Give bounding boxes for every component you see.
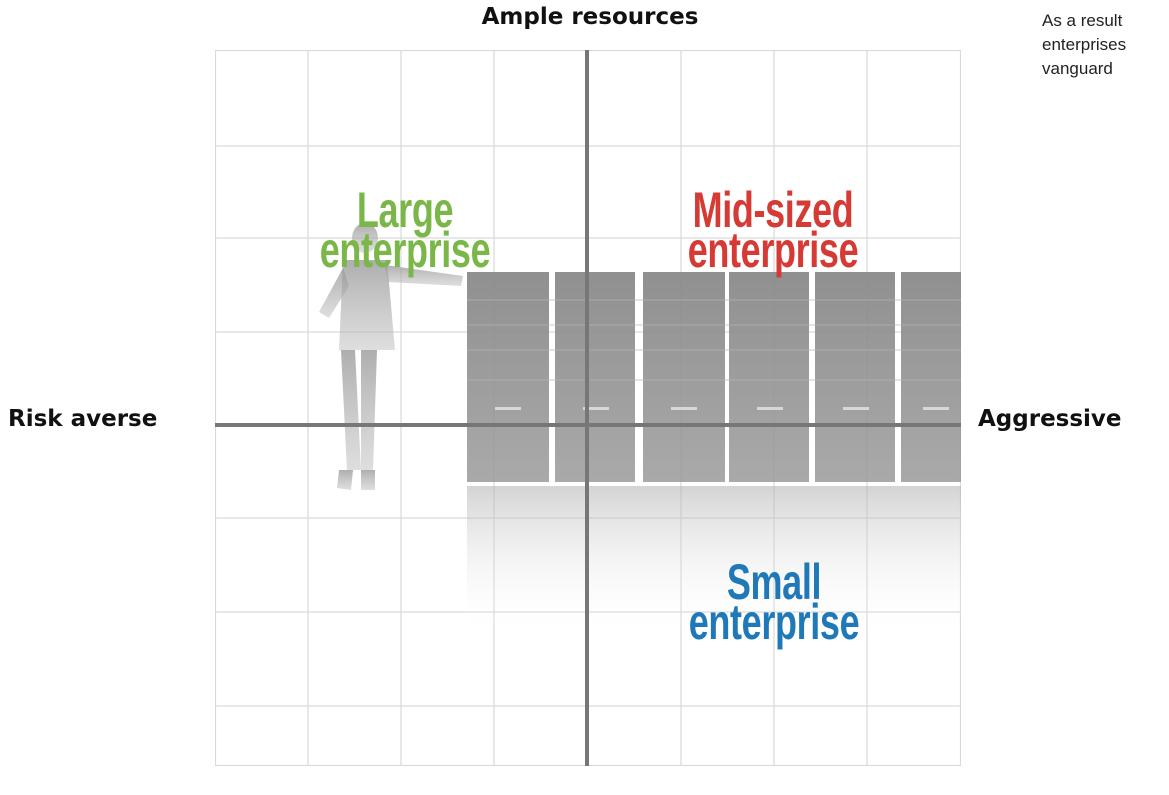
quadrant-label-mid-sized-enterprise: Mid-sized enterprise [615,182,932,278]
side-text-line: enterprises [1042,35,1127,54]
quadrant-label-line: enterprise [688,594,860,650]
side-text-line: As a result [1042,11,1123,30]
quadrant-label-line: enterprise [319,222,491,278]
businessman-image [319,223,463,490]
side-text: As a result enterprises vanguard [1042,9,1169,81]
server-racks-image [467,272,961,636]
quadrant-label-line: Mid-sized [692,182,854,238]
quadrant-label-line: Small [726,554,822,610]
axis-label-left: Risk averse [8,406,158,432]
grid-background [215,50,961,766]
axis-label-top: Ample resources [481,4,699,30]
quadrant-label-large-enterprise: Large enterprise [247,182,564,278]
quadrant-label-line: enterprise [687,222,859,278]
axis-label-right: Aggressive [978,406,1122,432]
quadrant-label-line: Large [356,182,454,238]
quadrant-label-small-enterprise: Small enterprise [616,554,933,650]
quadrant-diagram: Large enterprise Mid-sized enterprise Sm… [215,50,961,766]
side-text-line: vanguard [1042,59,1113,78]
